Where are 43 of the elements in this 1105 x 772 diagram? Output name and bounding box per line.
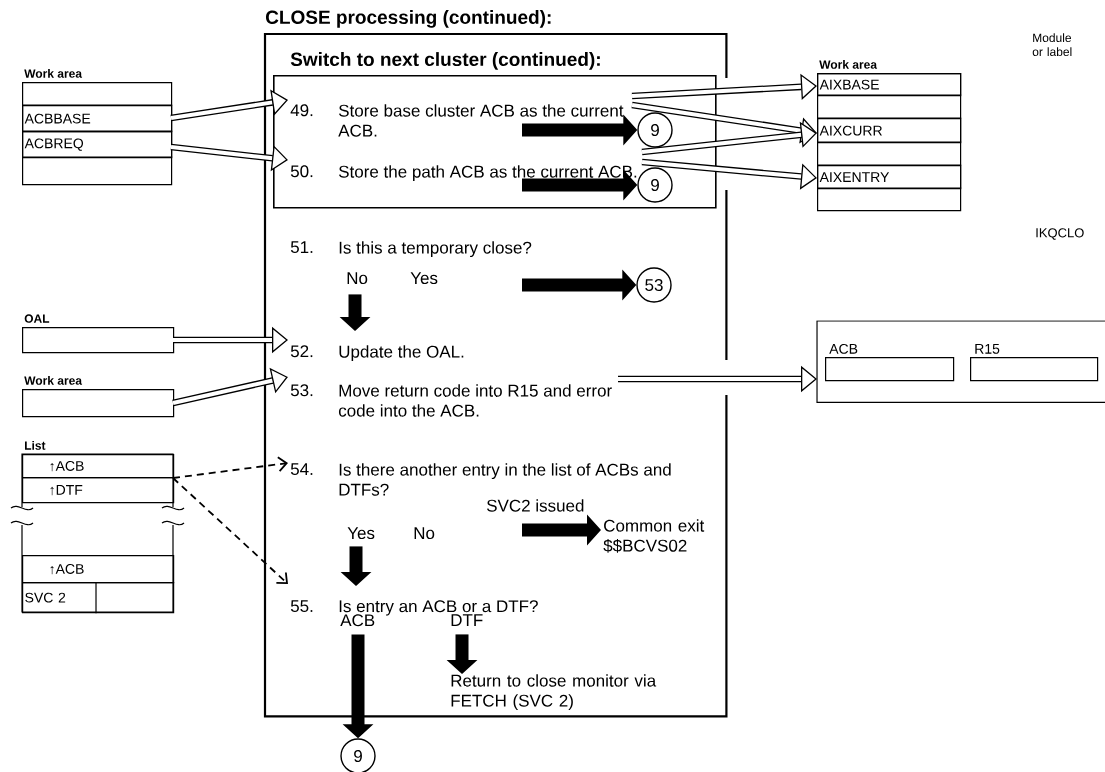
branch-label: DTF: [451, 614, 483, 626]
branch-label: No: [414, 527, 435, 540]
branch-label: Yes: [347, 527, 375, 540]
module-label: IKQCLO: [1036, 228, 1084, 240]
storage-row: AIXBASE: [817, 73, 962, 97]
branch-label: ACB: [340, 614, 375, 627]
storage-row: ↑ACB: [22, 555, 175, 584]
register-box: [816, 320, 1105, 403]
storage-row: AIXENTRY: [817, 165, 962, 190]
step-text: 54. Is there another entry in the list of ACBs and DTFs?: [290, 463, 671, 496]
hollow-arrow: [631, 73, 817, 100]
step-text: 51. Is this a temporary close?: [290, 241, 532, 258]
edge-label: SVC2 issued: [485, 498, 586, 513]
hollow-arrow: [641, 121, 817, 156]
storage-row: ↑DTF: [22, 477, 175, 504]
storage-row: AIXCURR: [817, 118, 962, 144]
hollow-arrow: [170, 89, 288, 122]
register-field: ACB: [825, 343, 955, 382]
storage-row: ACBREQ: [22, 131, 173, 159]
step-text: 52. Update the OAL.: [290, 345, 464, 362]
storage-box: OAL: [22, 314, 175, 354]
storage-row: ↑ACB: [22, 454, 175, 479]
register-field: R15: [970, 344, 1099, 382]
storage-row: ACBBASE: [22, 105, 173, 133]
node-label: Work area: [24, 376, 83, 385]
step-text: 53. Move return code into R15 and error code into the ACB.: [290, 384, 612, 417]
exit-text: Common exit $$BCVS02: [603, 519, 705, 553]
node-label: Switch to next cluster (continued):: [290, 52, 600, 70]
node-label: Work area: [24, 69, 83, 78]
branch-label: Yes: [410, 272, 438, 285]
storage-box: Work area: [22, 376, 175, 418]
branch-label: No: [347, 272, 368, 285]
node-label: Work area: [819, 60, 878, 69]
node-label: OAL: [24, 314, 50, 323]
module-label: Module or label: [1032, 33, 1072, 56]
exit-text: Return to close monitor via FETCH (SVC 2): [451, 674, 657, 711]
node-label: R15: [975, 344, 1000, 354]
hollow-arrow: [172, 367, 288, 407]
node-label: ACB: [829, 343, 858, 354]
storage-row: SVC 2: [22, 581, 175, 614]
dashed-arrow: [172, 456, 288, 479]
dashed-arrow: [172, 477, 288, 584]
step-text: 49. Store base cluster ACB as the current ACB.: [290, 104, 624, 137]
